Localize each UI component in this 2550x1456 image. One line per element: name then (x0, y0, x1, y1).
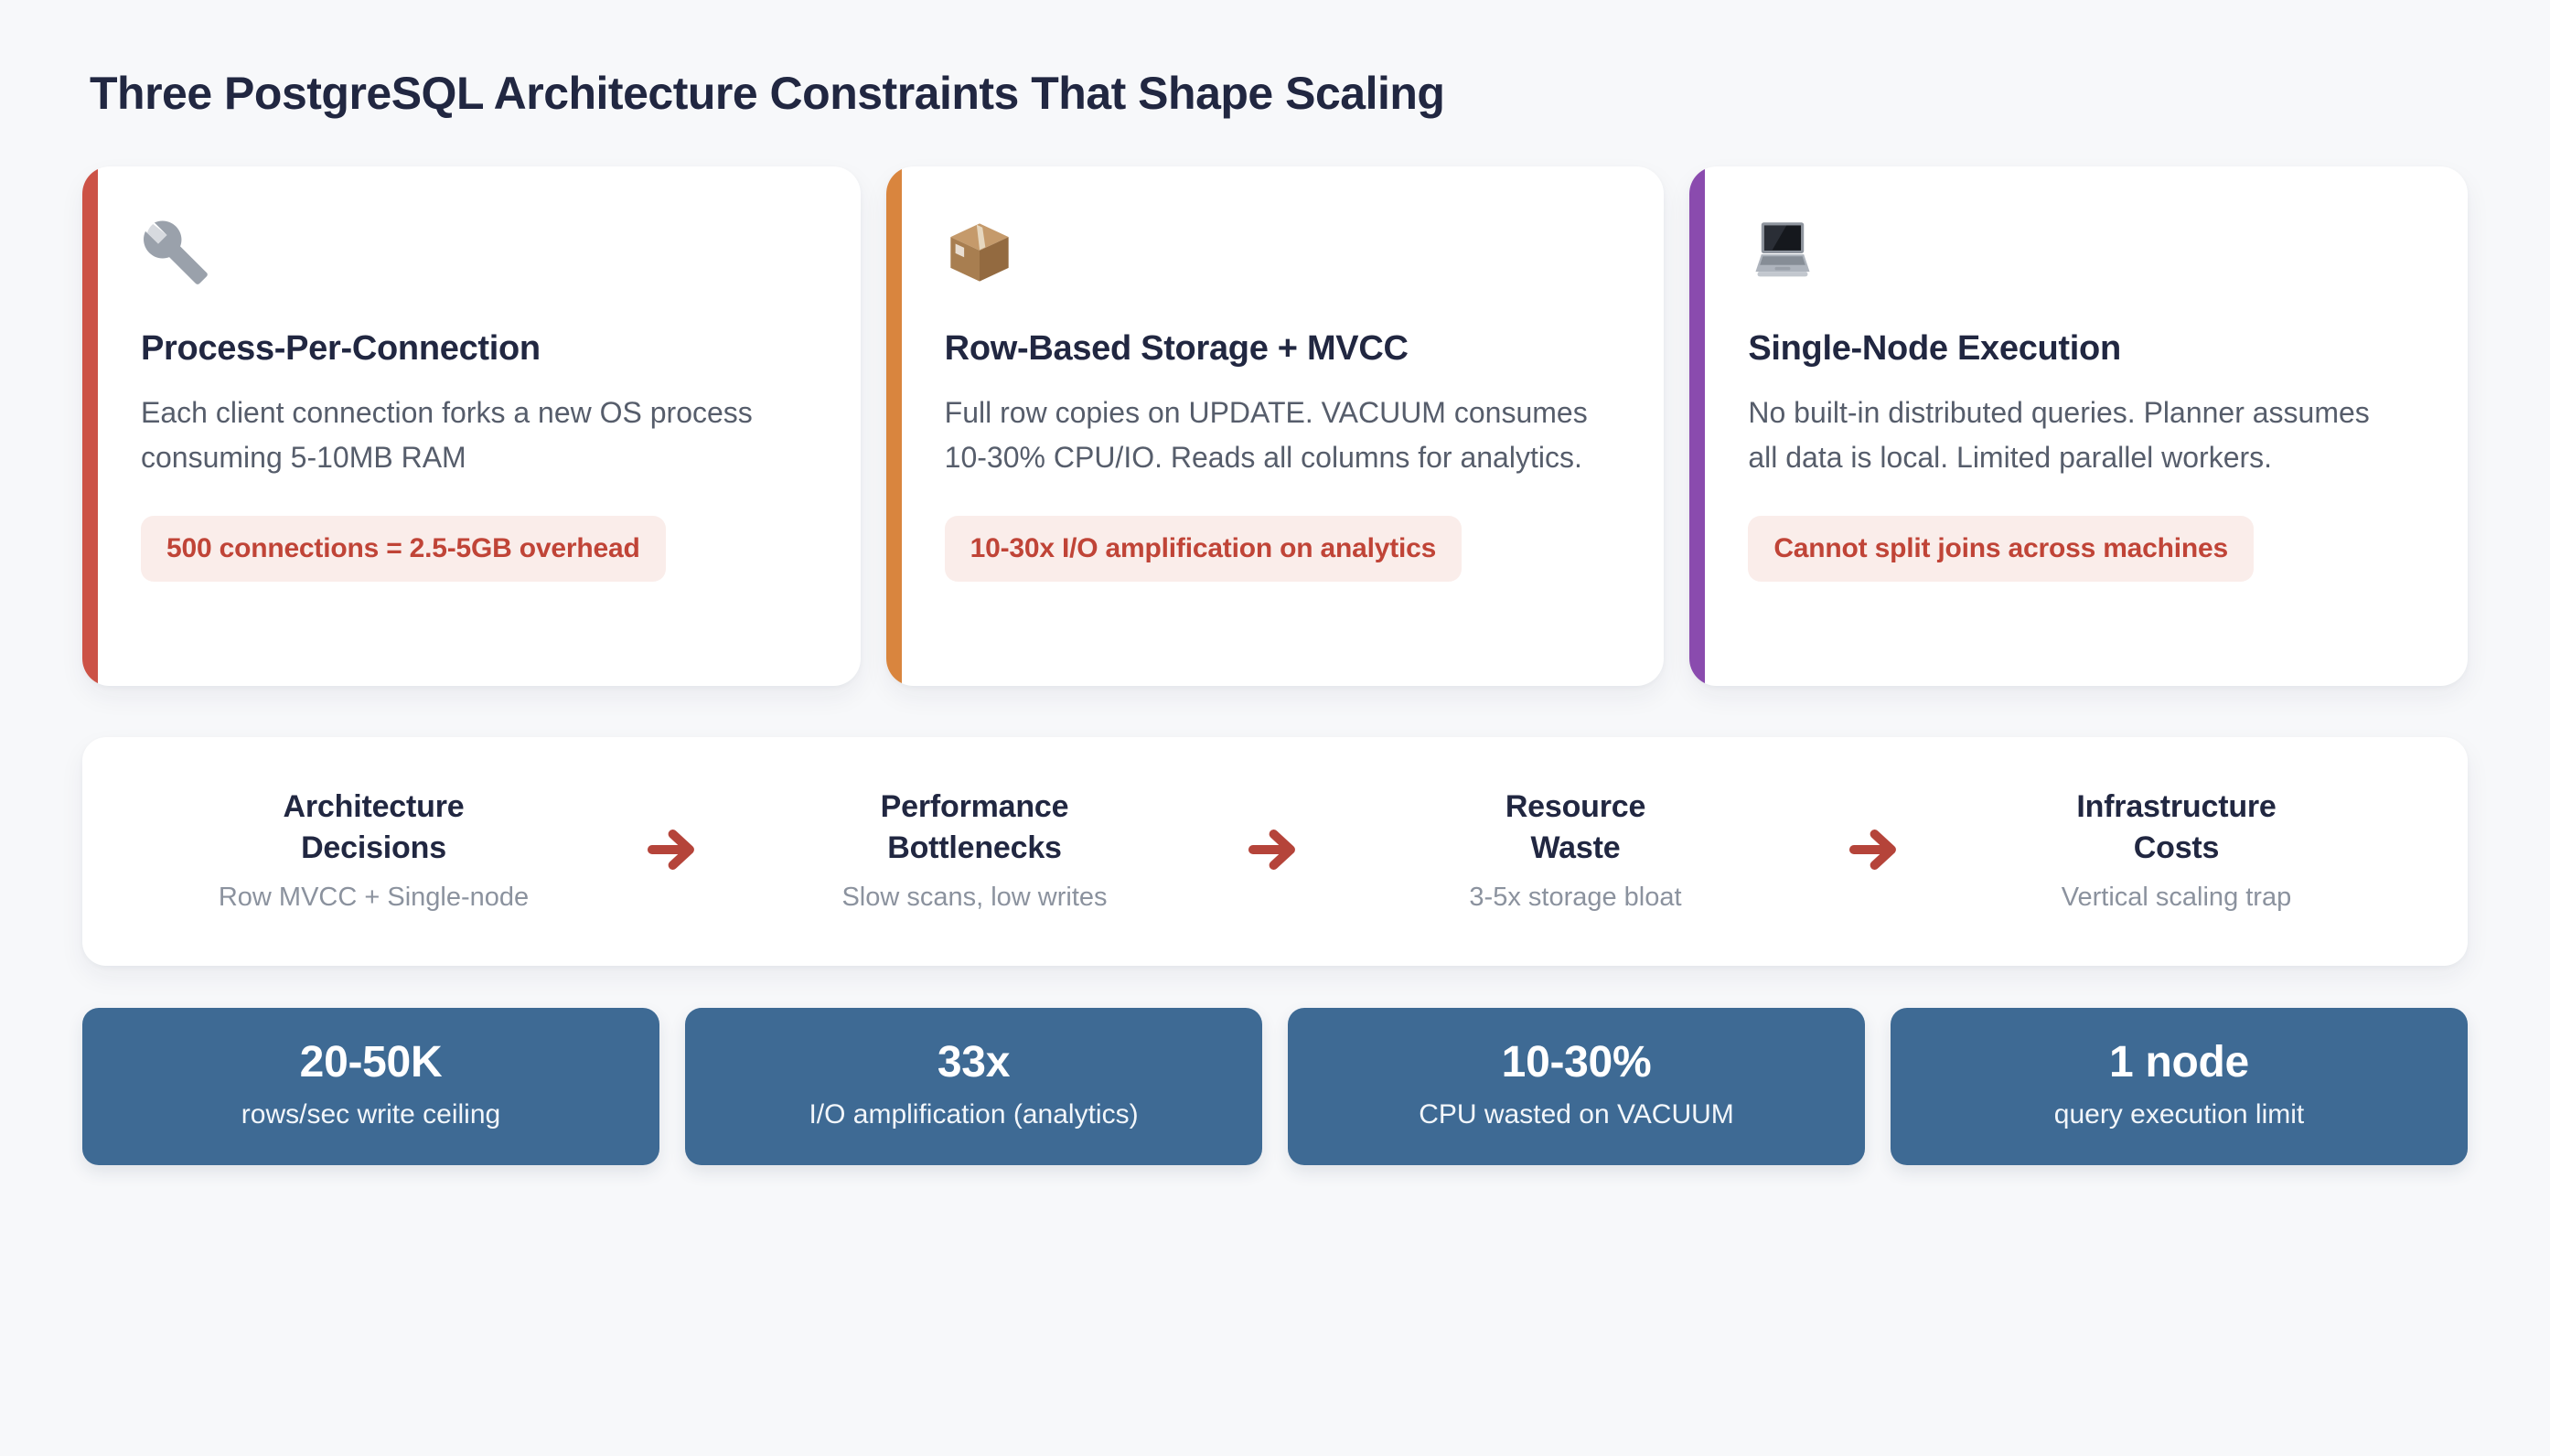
stat-cpu-vacuum: 10-30% CPU wasted on VACUUM (1288, 1007, 1865, 1165)
stat-write-ceiling: 20-50K rows/sec write ceiling (82, 1007, 659, 1165)
flow-step-subtitle: Row MVCC + Single-node (218, 882, 530, 912)
card-impact-badge: 10-30x I/O amplification on analytics (944, 516, 1462, 583)
constraint-cards-row: Process-Per-Connection Each client conne… (82, 166, 2469, 686)
arrow-right-icon (639, 823, 709, 876)
flow-step-title: Architecture Decisions (283, 789, 465, 865)
stat-value: 10-30% (1501, 1037, 1652, 1087)
wrench-icon (141, 218, 797, 289)
card-title: Single-Node Execution (1748, 329, 2121, 368)
flow-step-architecture-decisions: Architecture Decisions Row MVCC + Single… (108, 787, 639, 913)
card-accent-bar (885, 166, 902, 686)
stat-label: CPU wasted on VACUUM (1419, 1098, 1734, 1129)
arrow-right-icon (1841, 823, 1911, 876)
stat-value: 20-50K (299, 1037, 443, 1087)
card-title: Process-Per-Connection (141, 329, 541, 368)
stat-label: query execution limit (2053, 1098, 2305, 1129)
flow-step-subtitle: Vertical scaling trap (2061, 882, 2292, 912)
package-icon (945, 218, 1601, 289)
card-single-node-execution: Single-Node Execution No built-in distri… (1689, 166, 2469, 686)
flow-step-title: Performance Bottlenecks (880, 789, 1069, 865)
arrow-right-icon (1240, 823, 1310, 876)
stat-label: rows/sec write ceiling (241, 1098, 501, 1129)
flow-step-resource-waste: Resource Waste 3-5x storage bloat (1310, 787, 1841, 913)
stat-io-amplification: 33x I/O amplification (analytics) (685, 1007, 1262, 1165)
card-description: No built-in distributed queries. Planner… (1748, 396, 2370, 474)
card-accent-bar (82, 166, 98, 686)
card-row-based-storage-mvcc: Row-Based Storage + MVCC Full row copies… (885, 166, 1665, 686)
page-title: Three PostgreSQL Architecture Constraint… (90, 68, 1445, 119)
stat-value: 1 node (2109, 1037, 2249, 1087)
laptop-icon (1748, 218, 2404, 289)
card-impact-badge: 500 connections = 2.5-5GB overhead (141, 516, 666, 583)
flow-step-infrastructure-costs: Infrastructure Costs Vertical scaling tr… (1911, 787, 2442, 913)
causal-flow-band: Architecture Decisions Row MVCC + Single… (82, 737, 2468, 966)
stat-node-limit: 1 node query execution limit (1891, 1007, 2468, 1165)
flow-step-title: Resource Waste (1505, 789, 1646, 865)
stat-tiles-row: 20-50K rows/sec write ceiling 33x I/O am… (82, 1007, 2468, 1165)
flow-step-subtitle: 3-5x storage bloat (1469, 882, 1682, 912)
card-accent-bar (1689, 166, 1706, 686)
flow-step-performance-bottlenecks: Performance Bottlenecks Slow scans, low … (709, 787, 1240, 913)
stat-label: I/O amplification (analytics) (809, 1098, 1139, 1129)
flow-step-title: Infrastructure Costs (2076, 789, 2277, 865)
card-impact-badge: Cannot split joins across machines (1748, 516, 2255, 583)
flow-step-subtitle: Slow scans, low writes (841, 882, 1108, 912)
stat-value: 33x (937, 1037, 1011, 1087)
card-description: Each client connection forks a new OS pr… (141, 396, 753, 474)
card-process-per-connection: Process-Per-Connection Each client conne… (82, 166, 861, 686)
card-title: Row-Based Storage + MVCC (944, 329, 1409, 368)
card-description: Full row copies on UPDATE. VACUUM consum… (944, 396, 1588, 474)
